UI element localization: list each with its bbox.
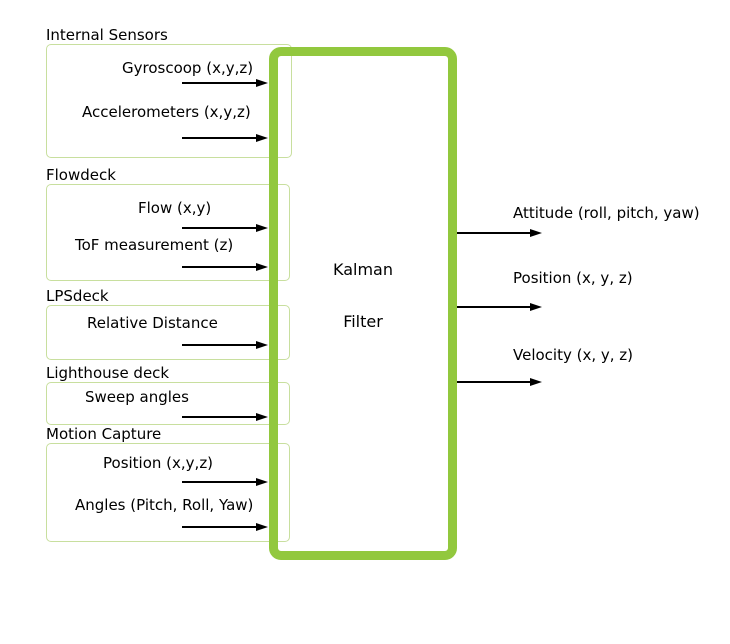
group-label-internal-sensors: Internal Sensors [46,26,168,44]
signal-label-flow: Flow (x,y) [138,199,212,217]
input-arrow-gyroscope [182,78,268,88]
signal-label-accelerometers: Accelerometers (x,y,z) [82,103,251,121]
input-arrow-mocap-angles [182,522,268,532]
input-arrow-relative-distance [182,340,268,350]
input-arrow-tof-measurement [182,262,268,272]
signal-label-gyroscope: Gyroscoop (x,y,z) [122,59,254,77]
input-arrow-flow [182,223,268,233]
kalman-filter-title-line1: Kalman [333,260,393,279]
output-arrow-attitude [457,228,542,238]
input-arrow-mocap-position [182,477,268,487]
input-arrow-accelerometers [182,133,268,143]
input-arrow-sweep-angles [182,412,268,422]
group-label-lpsdeck: LPSdeck [46,287,109,305]
signal-label-mocap-position: Position (x,y,z) [103,454,214,472]
output-label-position: Position (x, y, z) [513,269,633,287]
group-box-lpsdeck [46,305,290,360]
kalman-filter-box [269,47,457,560]
group-box-internal-sensors [46,44,292,158]
group-label-flowdeck: Flowdeck [46,166,116,184]
group-box-lighthouse-deck [46,382,290,425]
kalman-filter-title-line2: Filter [343,312,383,331]
signal-label-mocap-angles: Angles (Pitch, Roll, Yaw) [75,496,254,514]
signal-label-relative-distance: Relative Distance [87,314,218,332]
output-arrow-velocity [457,377,542,387]
output-label-attitude: Attitude (roll, pitch, yaw) [513,204,700,222]
output-label-velocity: Velocity (x, y, z) [513,346,634,364]
signal-label-sweep-angles: Sweep angles [85,388,189,406]
output-arrow-position [457,302,542,312]
group-label-motion-capture: Motion Capture [46,425,162,443]
signal-label-tof-measurement: ToF measurement (z) [75,236,234,254]
group-box-flowdeck [46,184,290,281]
group-label-lighthouse-deck: Lighthouse deck [46,364,170,382]
group-box-motion-capture [46,443,290,542]
